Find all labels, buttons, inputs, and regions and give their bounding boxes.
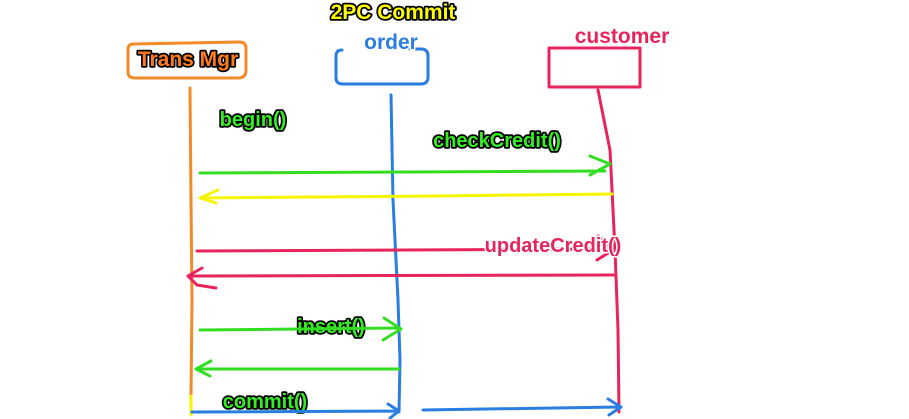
order-label: order [364, 31, 418, 54]
commit-arrow-to-order [190, 402, 401, 419]
trans-mgr-box [126, 40, 248, 80]
diagram-title: 2PC Commit [331, 1, 456, 24]
message-commit: commit() [190, 389, 623, 419]
insert-arrow [198, 316, 403, 342]
insert-return-arrow [194, 359, 401, 378]
message-update-credit-label: updateCredit() [485, 235, 622, 257]
order-lifeline [389, 93, 402, 414]
customer-box [547, 46, 642, 89]
order-box [334, 47, 430, 86]
participant-trans-mgr: Trans Mgr [126, 40, 248, 417]
commit-arrow-to-customer [421, 397, 623, 417]
customer-label: customer [575, 25, 670, 48]
message-check-credit: checkCredit() [198, 128, 614, 205]
trans-mgr-lifeline [188, 86, 194, 397]
customer-lifeline [596, 88, 621, 414]
participant-customer: customer [547, 24, 671, 414]
message-insert: insert() [194, 314, 403, 378]
trans-mgr-label: Trans Mgr [138, 48, 238, 71]
message-update-credit: updateCredit() [186, 234, 623, 290]
message-commit-label: commit() [223, 391, 307, 413]
participant-order: order [334, 30, 430, 414]
check-credit-arrow [198, 154, 612, 177]
message-begin-label: begin() [220, 109, 287, 131]
update-credit-return-arrow [186, 266, 616, 290]
update-credit-arrow [195, 234, 615, 262]
message-check-credit-label: checkCredit() [433, 130, 561, 152]
check-credit-return-arrow [198, 188, 614, 205]
